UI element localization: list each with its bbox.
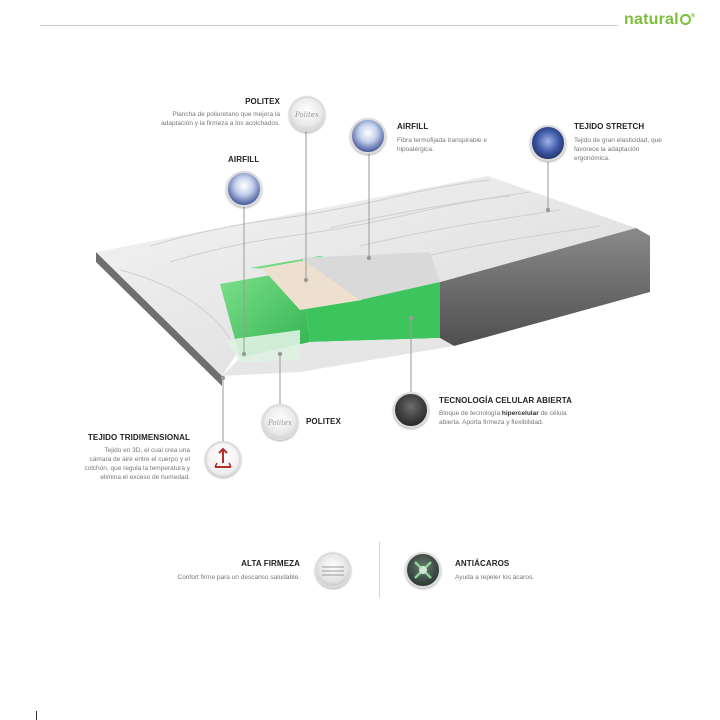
mattress-side-right [440, 228, 650, 346]
crop-mark [36, 711, 37, 720]
politex-logo-icon: Politex [262, 404, 298, 440]
airfill-fiber-icon [350, 118, 386, 154]
firmeza-title: ALTA FIRMEZA [241, 559, 300, 568]
3d-fabric-airflow-icon [205, 441, 241, 477]
airfill-center-title: AIRFILL [397, 122, 429, 131]
politex-layer [262, 258, 362, 310]
airfill-left-title: AIRFILL [228, 155, 260, 164]
stretch-desc: Tejido de gran elasticidad, que favorece… [574, 137, 662, 162]
anti-mite-icon [405, 552, 441, 588]
politex-top-desc: Plancha de poliuretano que mejora la ada… [161, 111, 280, 127]
brand-logo: natural® [624, 11, 696, 28]
tridim-desc: Tejido en 3D, el cual crea una cámara de… [84, 447, 190, 481]
feature-divider [379, 542, 380, 598]
mattress-side-front [96, 252, 222, 386]
stretch-fabric-icon [530, 125, 566, 161]
high-firmness-icon [315, 552, 351, 588]
politex-logo-icon: Politex [289, 96, 325, 132]
politex-top-title: POLITEX [245, 97, 280, 106]
airfill-fiber-icon [226, 171, 262, 207]
celular-desc: Bloque de tecnología hipercelular de cél… [439, 410, 567, 426]
celular-title: TECNOLOGÍA CELULAR ABIERTA [439, 396, 572, 405]
quilting-lines [119, 179, 601, 341]
open-cell-foam-icon [393, 392, 429, 428]
firmeza-desc: Confort firme para un descanso saludable… [177, 574, 301, 581]
acaros-title: ANTIÁCAROS [455, 559, 510, 568]
politex-bottom-title: POLITEX [306, 417, 341, 426]
airfill-layer [300, 252, 440, 300]
leaf-icon [679, 14, 691, 25]
airfill-center-desc: Fibra termofijada transpirable e hipoalé… [397, 137, 487, 153]
header-rule [40, 25, 618, 26]
stretch-title: TEJIDO STRETCH [574, 122, 645, 131]
acaros-desc: Ayuda a repeler los ácaros. [455, 574, 535, 581]
tridim-title: TEJIDO TRIDIMENSIONAL [87, 433, 190, 442]
